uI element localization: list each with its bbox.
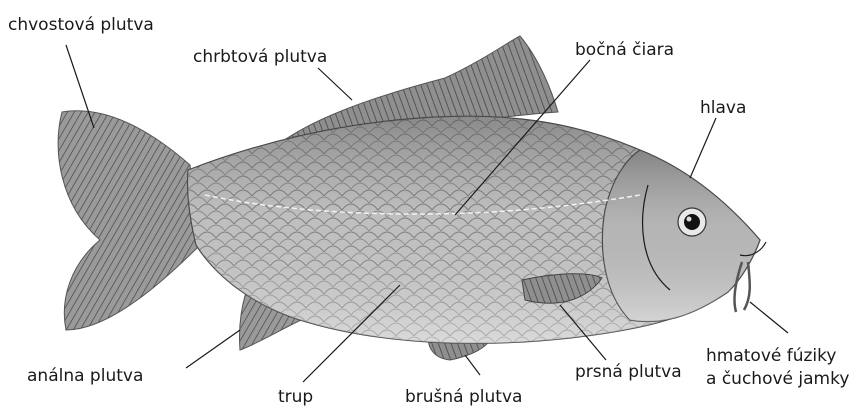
label-dorsal-fin: chrbtová plutva [193,47,327,67]
leader-barbels [750,302,788,333]
label-pectoral-fin: prsná plutva [575,362,682,382]
leader-dorsal-fin [318,68,352,100]
leader-head [690,118,716,178]
tail-fin-shape [58,111,200,330]
label-head: hlava [700,98,746,118]
label-trunk: trup [278,387,313,407]
label-anal-fin: análna plutva [27,366,143,386]
leader-anal-fin [186,330,240,368]
label-barbels-line1: hmatové fúziky [706,346,836,366]
leader-pelvic-fin [465,355,480,375]
label-tail-fin: chvostová plutva [8,15,154,35]
label-barbels-line2: a čuchové jamky [706,369,849,389]
label-pelvic-fin: brušná plutva [405,387,522,407]
label-lateral-line: bočná čiara [575,40,674,60]
